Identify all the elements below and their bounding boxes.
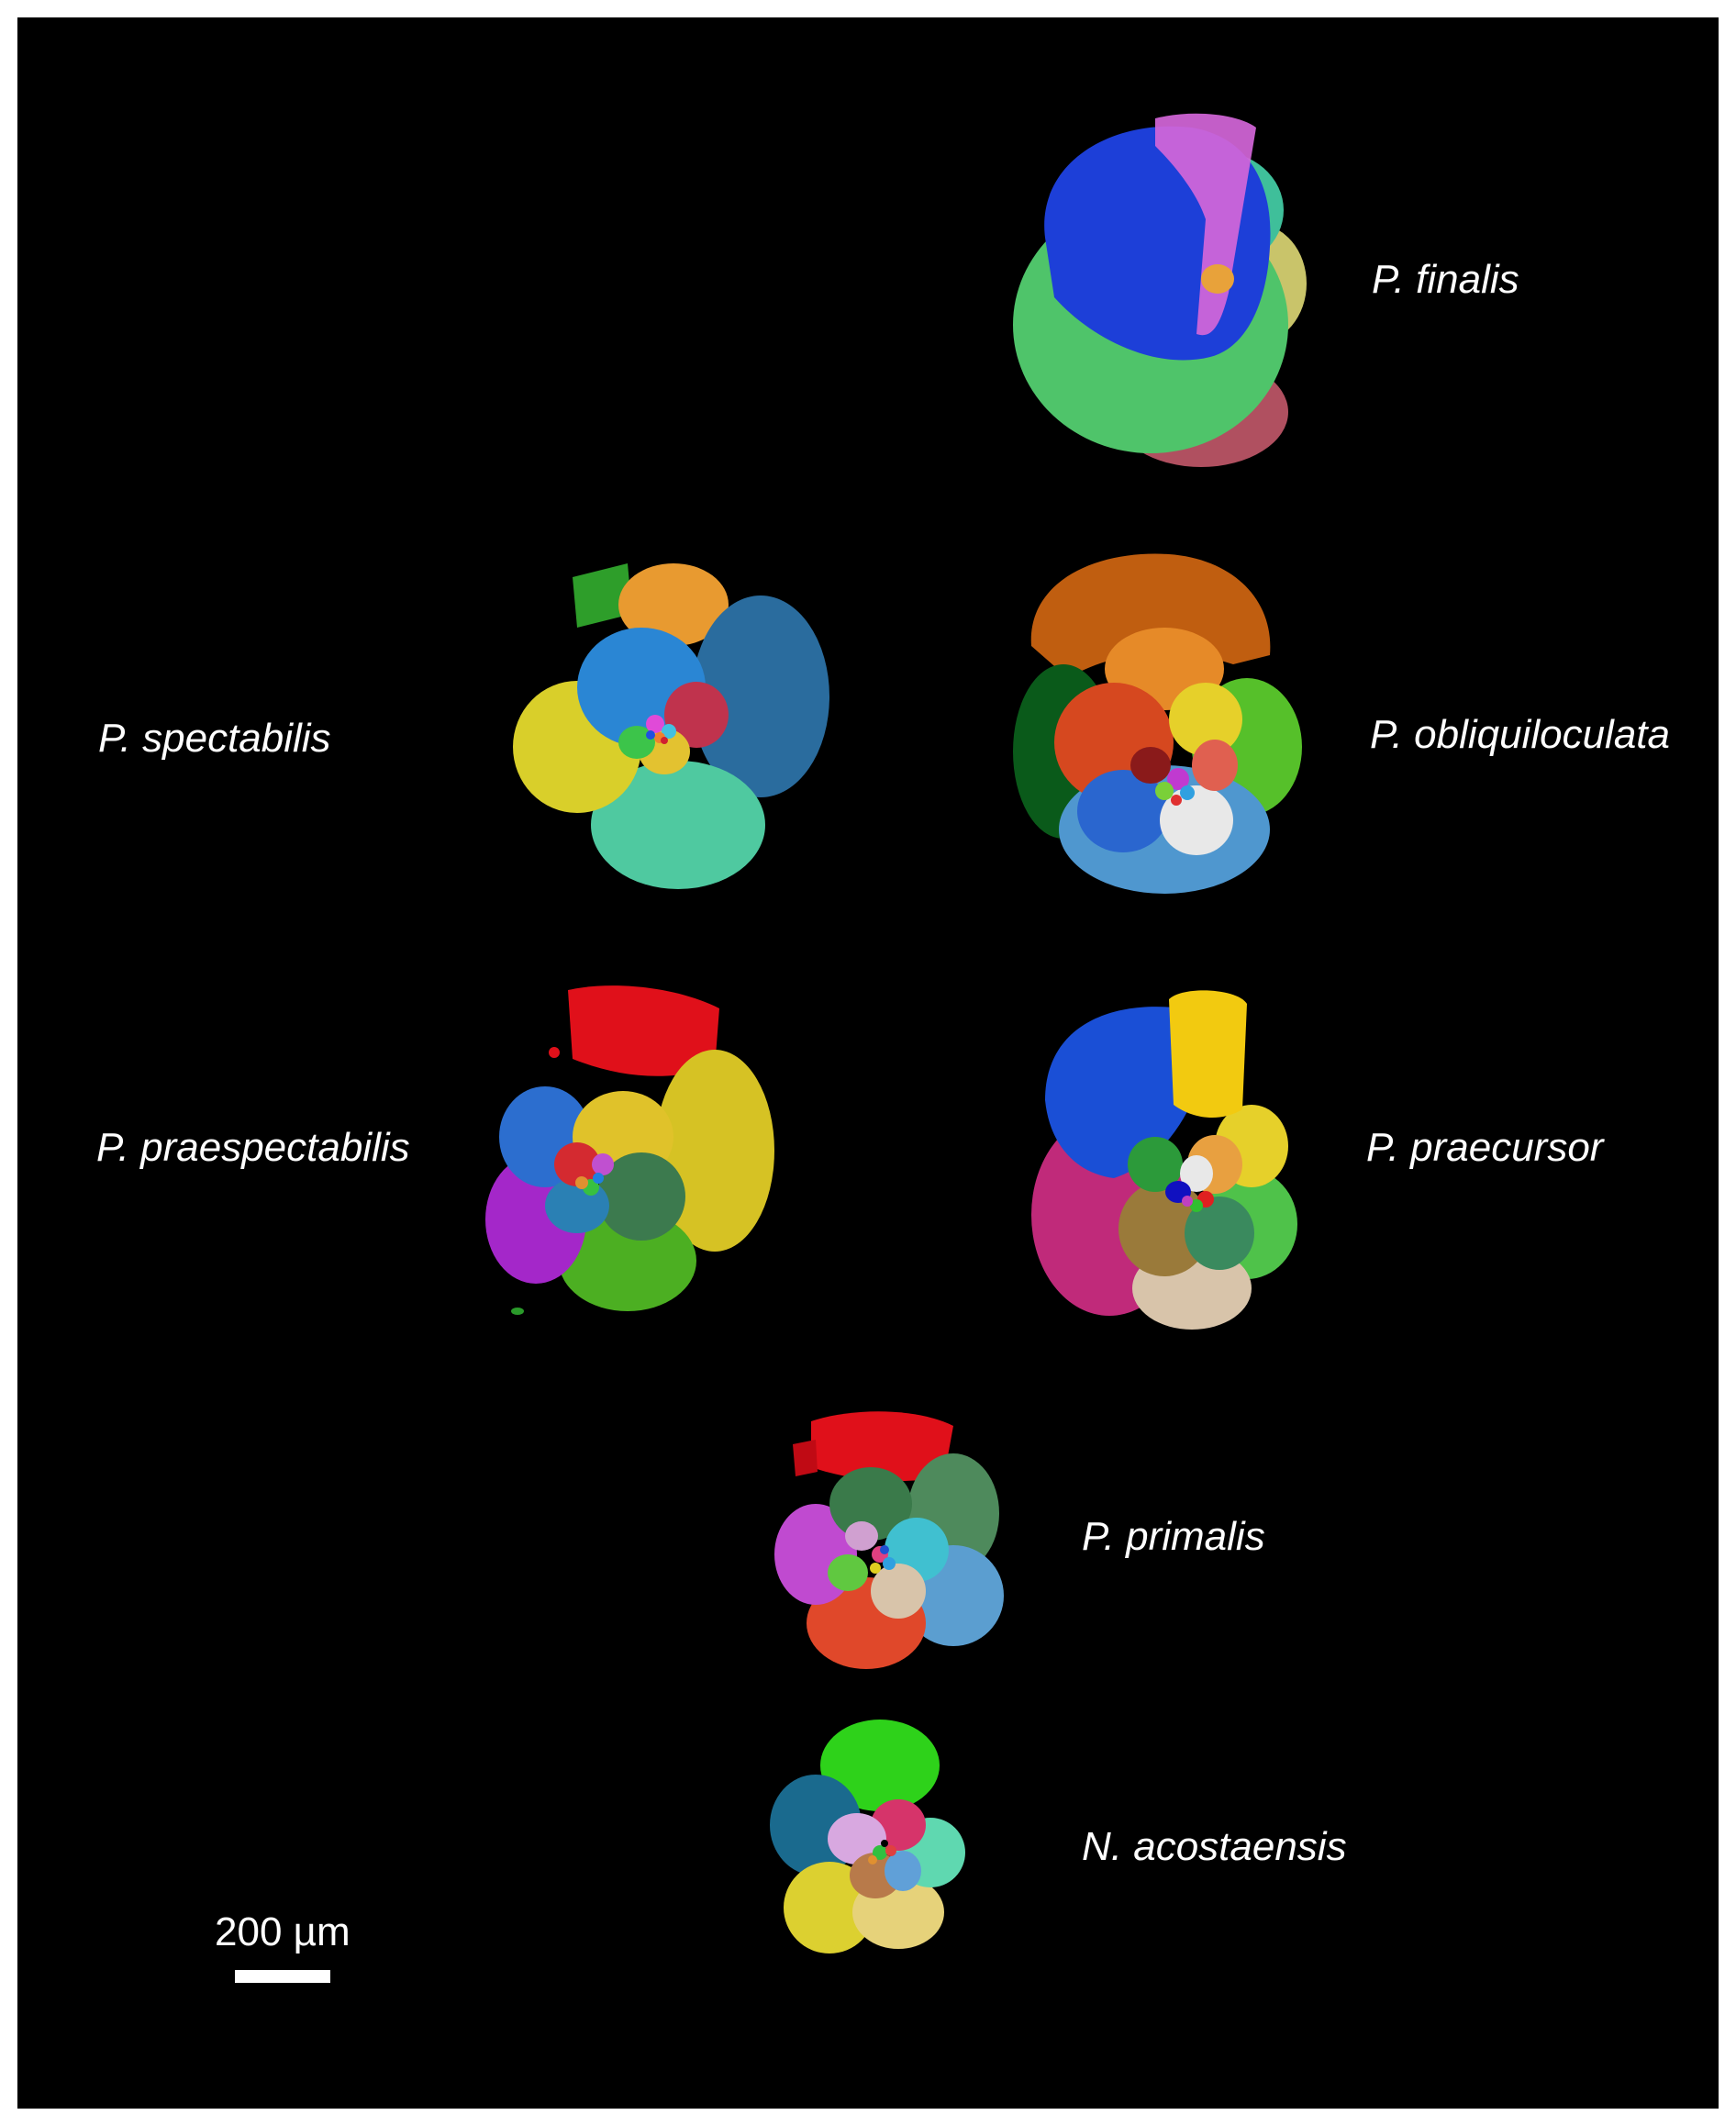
specimen-p-praecursor [1031,990,1297,1330]
label-p-spectabilis: P. spectabilis [98,716,331,761]
specimen-p-primalis [774,1411,1004,1669]
label-p-obliquiloculata: P. obliquiloculata [1370,712,1670,757]
label-n-acostaensis: N. acostaensis [1082,1824,1347,1869]
specimen-p-finalis [1013,113,1307,467]
specimen-p-praespectabilis [485,985,774,1315]
specimen-n-acostaensis [770,1720,965,1953]
label-p-praecursor: P. praecursor [1366,1125,1604,1170]
label-p-primalis: P. primalis [1082,1514,1265,1559]
specimen-p-spectabilis [513,563,829,889]
scale-bar-label: 200 µm [215,1909,351,1954]
label-p-finalis: P. finalis [1372,257,1519,302]
figure-panel: P. finalis P. spectabilis P. obliquilocu… [17,17,1719,2109]
label-p-praespectabilis: P. praespectabilis [96,1125,410,1170]
specimen-p-obliquiloculata [1013,553,1302,894]
scale-bar [235,1970,330,1983]
